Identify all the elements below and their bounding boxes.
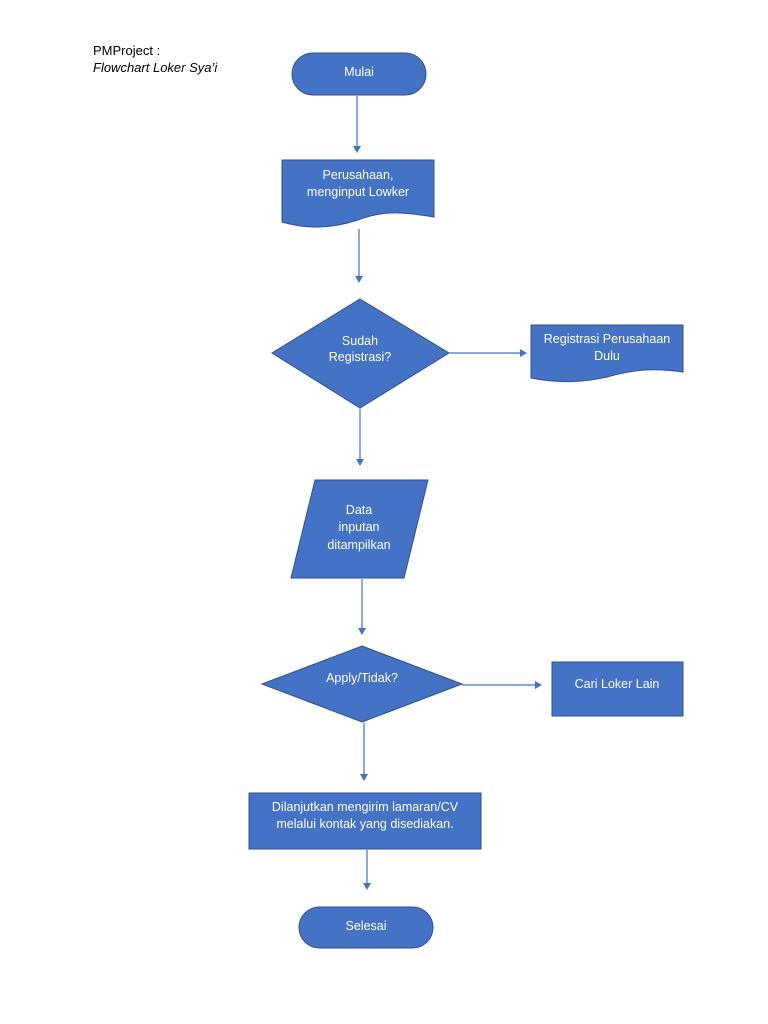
data-display-shape (290, 479, 429, 579)
input-lowker-label-line1: Perusahaan, (323, 168, 394, 182)
continue-label-line1: Dilanjutkan mengirim lamaran/CV (272, 800, 459, 814)
flowchart-subtitle: Flowchart Loker Sya’i (93, 60, 218, 75)
register-company-label-line1: Registrasi Perusahaan (544, 332, 671, 346)
connector-start-to-input (353, 96, 361, 153)
continue-process: Dilanjutkan mengirim lamaran/CV melalui … (248, 792, 482, 850)
project-title: PMProject : (93, 43, 161, 58)
find-other-shape (551, 661, 684, 717)
end-label: Selesai (346, 919, 387, 933)
decision-apply-shape (260, 645, 464, 723)
decision-registered-label-line1: Sudah (342, 334, 378, 348)
input-lowker-label-line2: menginput Lowker (307, 185, 409, 199)
find-other-label: Cari Loker Lain (575, 677, 660, 691)
register-company-shape (530, 324, 684, 383)
connector-apply-to-find-other (462, 681, 542, 689)
data-display-io: Data inputan ditampilkan (290, 479, 429, 579)
start-terminator: Mulai (291, 52, 427, 96)
input-lowker-shape (281, 159, 435, 228)
data-display-label-line1: Data (346, 503, 372, 517)
find-other-process: Cari Loker Lain (551, 661, 684, 717)
data-display-label-line3: ditampilkan (327, 538, 390, 552)
end-terminator: Selesai (298, 906, 434, 949)
register-company-label-line2: Dulu (594, 349, 620, 363)
end-shape (298, 906, 434, 949)
connector-input-to-decision (355, 229, 363, 283)
continue-shape (248, 792, 482, 850)
decision-apply: Apply/Tidak? (260, 645, 464, 723)
diagram-header: PMProject : Flowchart Loker Sya’i (93, 42, 217, 76)
register-company-document: Registrasi Perusahaan Dulu (530, 324, 684, 383)
data-display-label-line2: inputan (338, 520, 379, 534)
connector-apply-to-continue (360, 723, 368, 781)
connector-decision-to-data (356, 409, 364, 466)
decision-registered: Sudah Registrasi? (271, 298, 450, 409)
start-label: Mulai (344, 65, 374, 79)
connector-data-to-apply (358, 579, 366, 635)
decision-apply-label: Apply/Tidak? (326, 671, 398, 685)
connector-continue-to-end (363, 850, 371, 890)
continue-label-line2: melalui kontak yang disediakan. (276, 817, 453, 831)
connector-decision-to-register (449, 349, 527, 357)
start-shape (291, 52, 427, 96)
input-lowker-document: Perusahaan, menginput Lowker (281, 159, 435, 228)
decision-registered-label-line2: Registrasi? (329, 350, 392, 364)
decision-registered-shape (271, 298, 450, 409)
